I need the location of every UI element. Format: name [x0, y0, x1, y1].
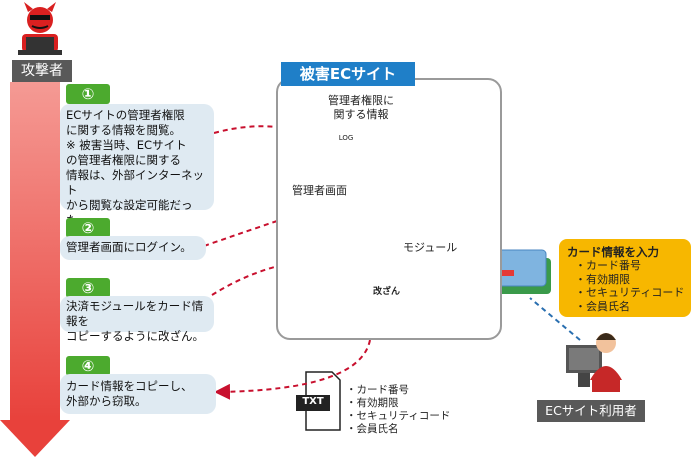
step-2-number: ② [66, 218, 110, 238]
card-input-item: ・有効期限 [575, 272, 630, 286]
attacker-icon [18, 2, 62, 55]
admin-screen-label: 管理者画面 [292, 184, 347, 197]
txt-item: ・カード番号 [346, 384, 409, 396]
txt-file-icon [296, 371, 341, 431]
victim-site-box [276, 78, 502, 340]
user-at-pc-icon [566, 333, 622, 392]
victim-site-title: 被害ECサイト [281, 62, 415, 86]
card-input-item: ・会員氏名 [575, 299, 630, 313]
step-3-number: ③ [66, 278, 110, 298]
tamper-label: 改ざん [373, 287, 401, 297]
credit-cards-icon [487, 249, 551, 294]
step-1-number: ① [66, 84, 110, 104]
log-tag: LOG [338, 134, 354, 142]
card-input-item: ・セキュリティコード [575, 286, 685, 299]
txt-item: ・会員氏名 [346, 423, 399, 435]
txt-item: ・セキュリティコード [346, 410, 451, 422]
card-input-item: ・カード番号 [575, 259, 641, 272]
step-1-text: ECサイトの管理者権限 に関する情報を閲覧。 ※ 被害当時、ECサイト の管理者… [60, 104, 214, 227]
txt-items: ・カード番号 ・有効期限 ・セキュリティコード ・会員氏名 [346, 384, 450, 436]
log-label: 管理者権限に 関する情報 [328, 94, 394, 121]
timeline-arrow [0, 82, 70, 457]
txt-item: ・有効期限 [346, 397, 399, 409]
card-input-box: カード情報を入力 ・カード番号 ・有効期限 ・セキュリティコード ・会員氏名 [559, 239, 691, 317]
step-3-text: 決済モジュールをカード情報を コピーするように改ざん。 [60, 296, 214, 343]
card-input-list: ・カード番号 ・有効期限 ・セキュリティコード ・会員氏名 [575, 259, 684, 313]
step-4-number: ④ [66, 356, 110, 376]
arrow-user-to-card [529, 297, 581, 341]
ec-user-label: ECサイト利用者 [537, 400, 645, 422]
txt-tag: TXT [302, 396, 324, 407]
module-label: モジュール [403, 241, 458, 254]
card-input-title: カード情報を入力 [567, 245, 659, 259]
step-2-text: 管理者画面にログイン。 [60, 236, 206, 260]
step-4-text: カード情報をコピーし、 外部から窃取。 [60, 374, 216, 414]
arrow-step4 [214, 339, 371, 400]
attacker-label: 攻撃者 [12, 60, 72, 82]
